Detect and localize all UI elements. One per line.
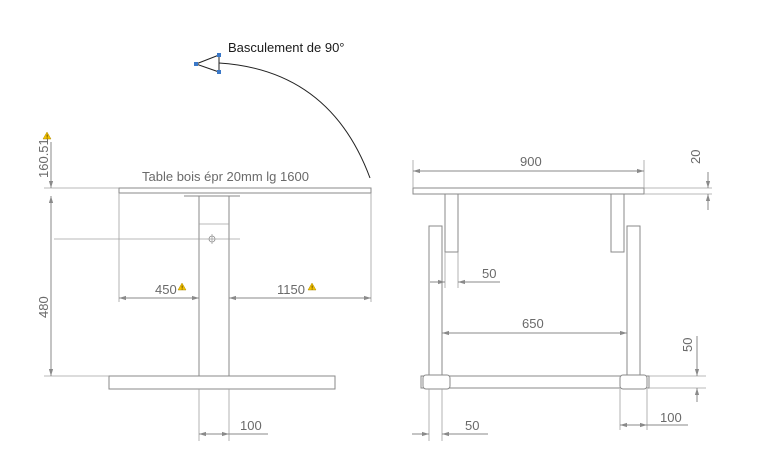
table-top-side[interactable] [118, 187, 372, 194]
rotation-arrow-head [194, 54, 220, 73]
dim-leg-bottom[interactable]: 50 [465, 418, 479, 433]
dim-inner[interactable]: 650 [522, 316, 544, 331]
side-view: Table bois épr 20mm lg 1600 160.51 480 ! [36, 131, 372, 441]
rotation-arc [218, 62, 371, 179]
warning-icon[interactable]: ! [42, 131, 52, 141]
dim-height-top[interactable]: 160.51 [36, 138, 51, 178]
dim-right[interactable]: 1150 [277, 282, 305, 297]
warning-icon[interactable]: ! [177, 282, 187, 292]
grip-handle-icon[interactable] [194, 62, 198, 66]
foot-left[interactable] [422, 374, 451, 390]
dim-bracket[interactable]: 50 [482, 266, 496, 281]
table-top-front[interactable] [412, 187, 645, 195]
dim-foot-right[interactable]: 100 [660, 410, 682, 425]
front-view: 900 20 50 650 50 100 50 [412, 150, 712, 441]
svg-text:!: ! [46, 135, 48, 141]
dim-left[interactable]: 450 [155, 282, 177, 297]
bracket-left[interactable] [444, 193, 459, 253]
dim-width-top[interactable]: 900 [520, 154, 542, 169]
grip-handle-icon[interactable] [217, 70, 221, 74]
column-side[interactable] [198, 195, 230, 377]
grip-handle-icon[interactable] [217, 53, 221, 57]
bracket-right[interactable] [610, 193, 625, 253]
rotation-label: Basculement de 90° [228, 40, 345, 55]
leg-left[interactable] [428, 225, 443, 377]
base-bar-front[interactable] [420, 375, 650, 389]
warning-icon[interactable]: ! [307, 282, 317, 292]
leg-right[interactable] [626, 225, 641, 377]
svg-text:!: ! [181, 286, 183, 292]
base-side[interactable] [108, 375, 336, 390]
dim-thickness[interactable]: 20 [688, 150, 703, 164]
dim-foot-height[interactable]: 50 [680, 338, 695, 352]
svg-text:!: ! [311, 286, 313, 292]
dim-height-main[interactable]: 480 [36, 296, 51, 318]
rotation-annotation[interactable]: Basculement de 90° [194, 40, 371, 179]
dim-base[interactable]: 100 [240, 418, 262, 433]
foot-right[interactable] [619, 374, 648, 390]
table-label: Table bois épr 20mm lg 1600 [142, 169, 309, 184]
